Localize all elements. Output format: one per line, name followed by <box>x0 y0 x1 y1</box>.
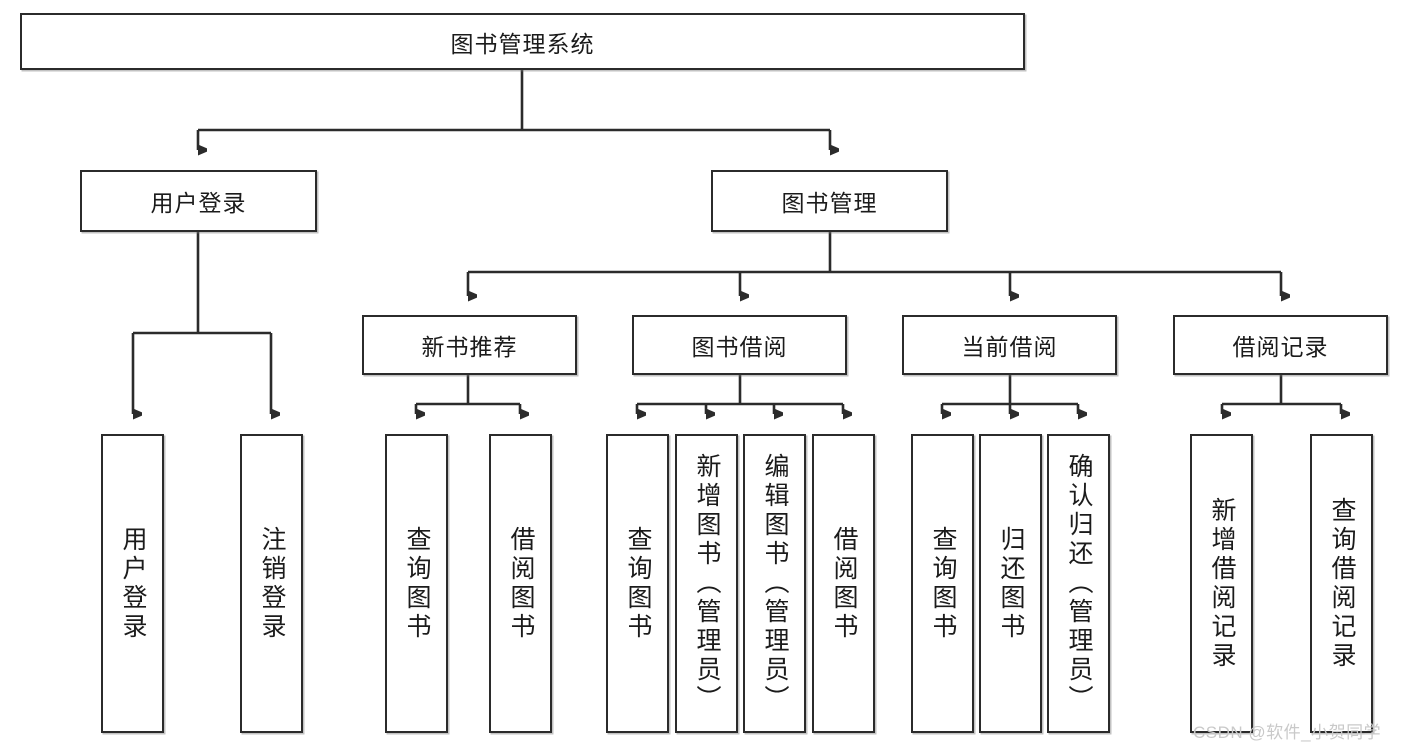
leaf-book-borrow-edit-book-admin[interactable]: 编辑图书（管理员） <box>743 434 806 733</box>
csdn-watermark: CSDN @软件_小贺同学 <box>1193 723 1382 742</box>
node-current-borrow[interactable]: 当前借阅 <box>902 315 1117 375</box>
leaf-user-login-login[interactable]: 用户登录 <box>101 434 164 733</box>
node-label: 注销登录 <box>258 525 286 642</box>
node-label: 查询图书 <box>929 525 957 642</box>
node-label: 确认归还（管理员） <box>1065 453 1093 714</box>
node-root-book-management-system[interactable]: 图书管理系统 <box>20 13 1025 70</box>
leaf-user-login-logout[interactable]: 注销登录 <box>240 434 303 733</box>
leaf-current-borrow-query-book[interactable]: 查询图书 <box>911 434 974 733</box>
leaf-current-borrow-return-book[interactable]: 归还图书 <box>979 434 1042 733</box>
node-borrow-record[interactable]: 借阅记录 <box>1173 315 1388 375</box>
leaf-current-borrow-confirm-return-admin[interactable]: 确认归还（管理员） <box>1047 434 1110 733</box>
node-label: 新增图书（管理员） <box>693 453 721 714</box>
leaf-new-book-query-book[interactable]: 查询图书 <box>385 434 448 733</box>
node-label: 借阅图书 <box>507 525 535 642</box>
node-label: 图书管理 <box>781 190 878 216</box>
leaf-borrow-record-query-record[interactable]: 查询借阅记录 <box>1310 434 1373 733</box>
node-user-login[interactable]: 用户登录 <box>80 170 317 232</box>
leaf-book-borrow-borrow-book[interactable]: 借阅图书 <box>812 434 875 733</box>
node-label: 归还图书 <box>997 525 1025 642</box>
node-label: 当前借阅 <box>961 334 1058 360</box>
node-new-book-recommend[interactable]: 新书推荐 <box>362 315 577 375</box>
node-label: 借阅图书 <box>830 525 858 642</box>
node-label: 图书借阅 <box>691 334 788 360</box>
node-label: 查询图书 <box>624 525 652 642</box>
leaf-book-borrow-query-book[interactable]: 查询图书 <box>606 434 669 733</box>
leaf-new-book-borrow-book[interactable]: 借阅图书 <box>489 434 552 733</box>
node-label: 用户登录 <box>150 190 247 216</box>
node-label: 图书管理系统 <box>450 30 595 57</box>
node-label: 新增借阅记录 <box>1208 496 1236 671</box>
node-label: 查询借阅记录 <box>1328 496 1356 671</box>
node-label: 查询图书 <box>403 525 431 642</box>
node-book-management[interactable]: 图书管理 <box>711 170 948 232</box>
node-label: 编辑图书（管理员） <box>761 453 789 714</box>
node-label: 借阅记录 <box>1232 334 1329 360</box>
leaf-borrow-record-add-record[interactable]: 新增借阅记录 <box>1190 434 1253 733</box>
node-label: 用户登录 <box>119 525 147 642</box>
node-label: 新书推荐 <box>421 334 518 360</box>
leaf-book-borrow-add-book-admin[interactable]: 新增图书（管理员） <box>675 434 738 733</box>
node-book-borrow[interactable]: 图书借阅 <box>632 315 847 375</box>
